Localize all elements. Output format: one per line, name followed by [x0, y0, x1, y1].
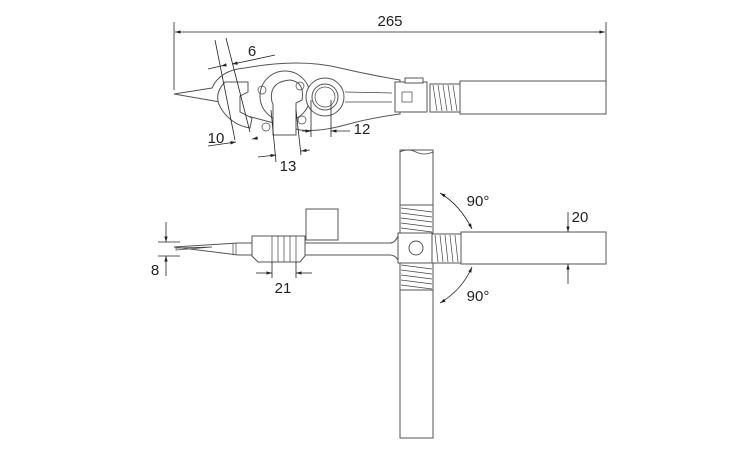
thickness-8-label: 8 [151, 262, 159, 279]
head-21-label: 21 [275, 280, 292, 297]
angle-lower-label: 90° [467, 288, 490, 305]
opening-13-label: 13 [280, 158, 297, 175]
overall-length-dimension: 265 [173, 13, 607, 90]
wrench-top-view [173, 62, 607, 136]
jaw-6-label: 6 [248, 43, 256, 60]
square-drive [305, 208, 339, 241]
jaw-10-label: 10 [208, 130, 225, 147]
side-dimensions: 8 21 20 90° 90° [151, 192, 589, 305]
wrench-side-view [173, 149, 607, 439]
jaw-dimensions: 6 10 13 12 [208, 37, 371, 175]
vertical-handle-position [399, 149, 434, 439]
handle-grip-side [460, 231, 607, 265]
handle-grip [459, 80, 607, 115]
handle-20-label: 20 [572, 209, 589, 226]
spring-upper [399, 204, 434, 234]
angle-upper-label: 90° [467, 193, 490, 210]
spring-lower [399, 261, 434, 291]
spring [429, 83, 461, 113]
ring-12-label: 12 [354, 121, 371, 138]
overall-length-label: 265 [377, 13, 402, 30]
spring-horizontal [431, 233, 462, 264]
